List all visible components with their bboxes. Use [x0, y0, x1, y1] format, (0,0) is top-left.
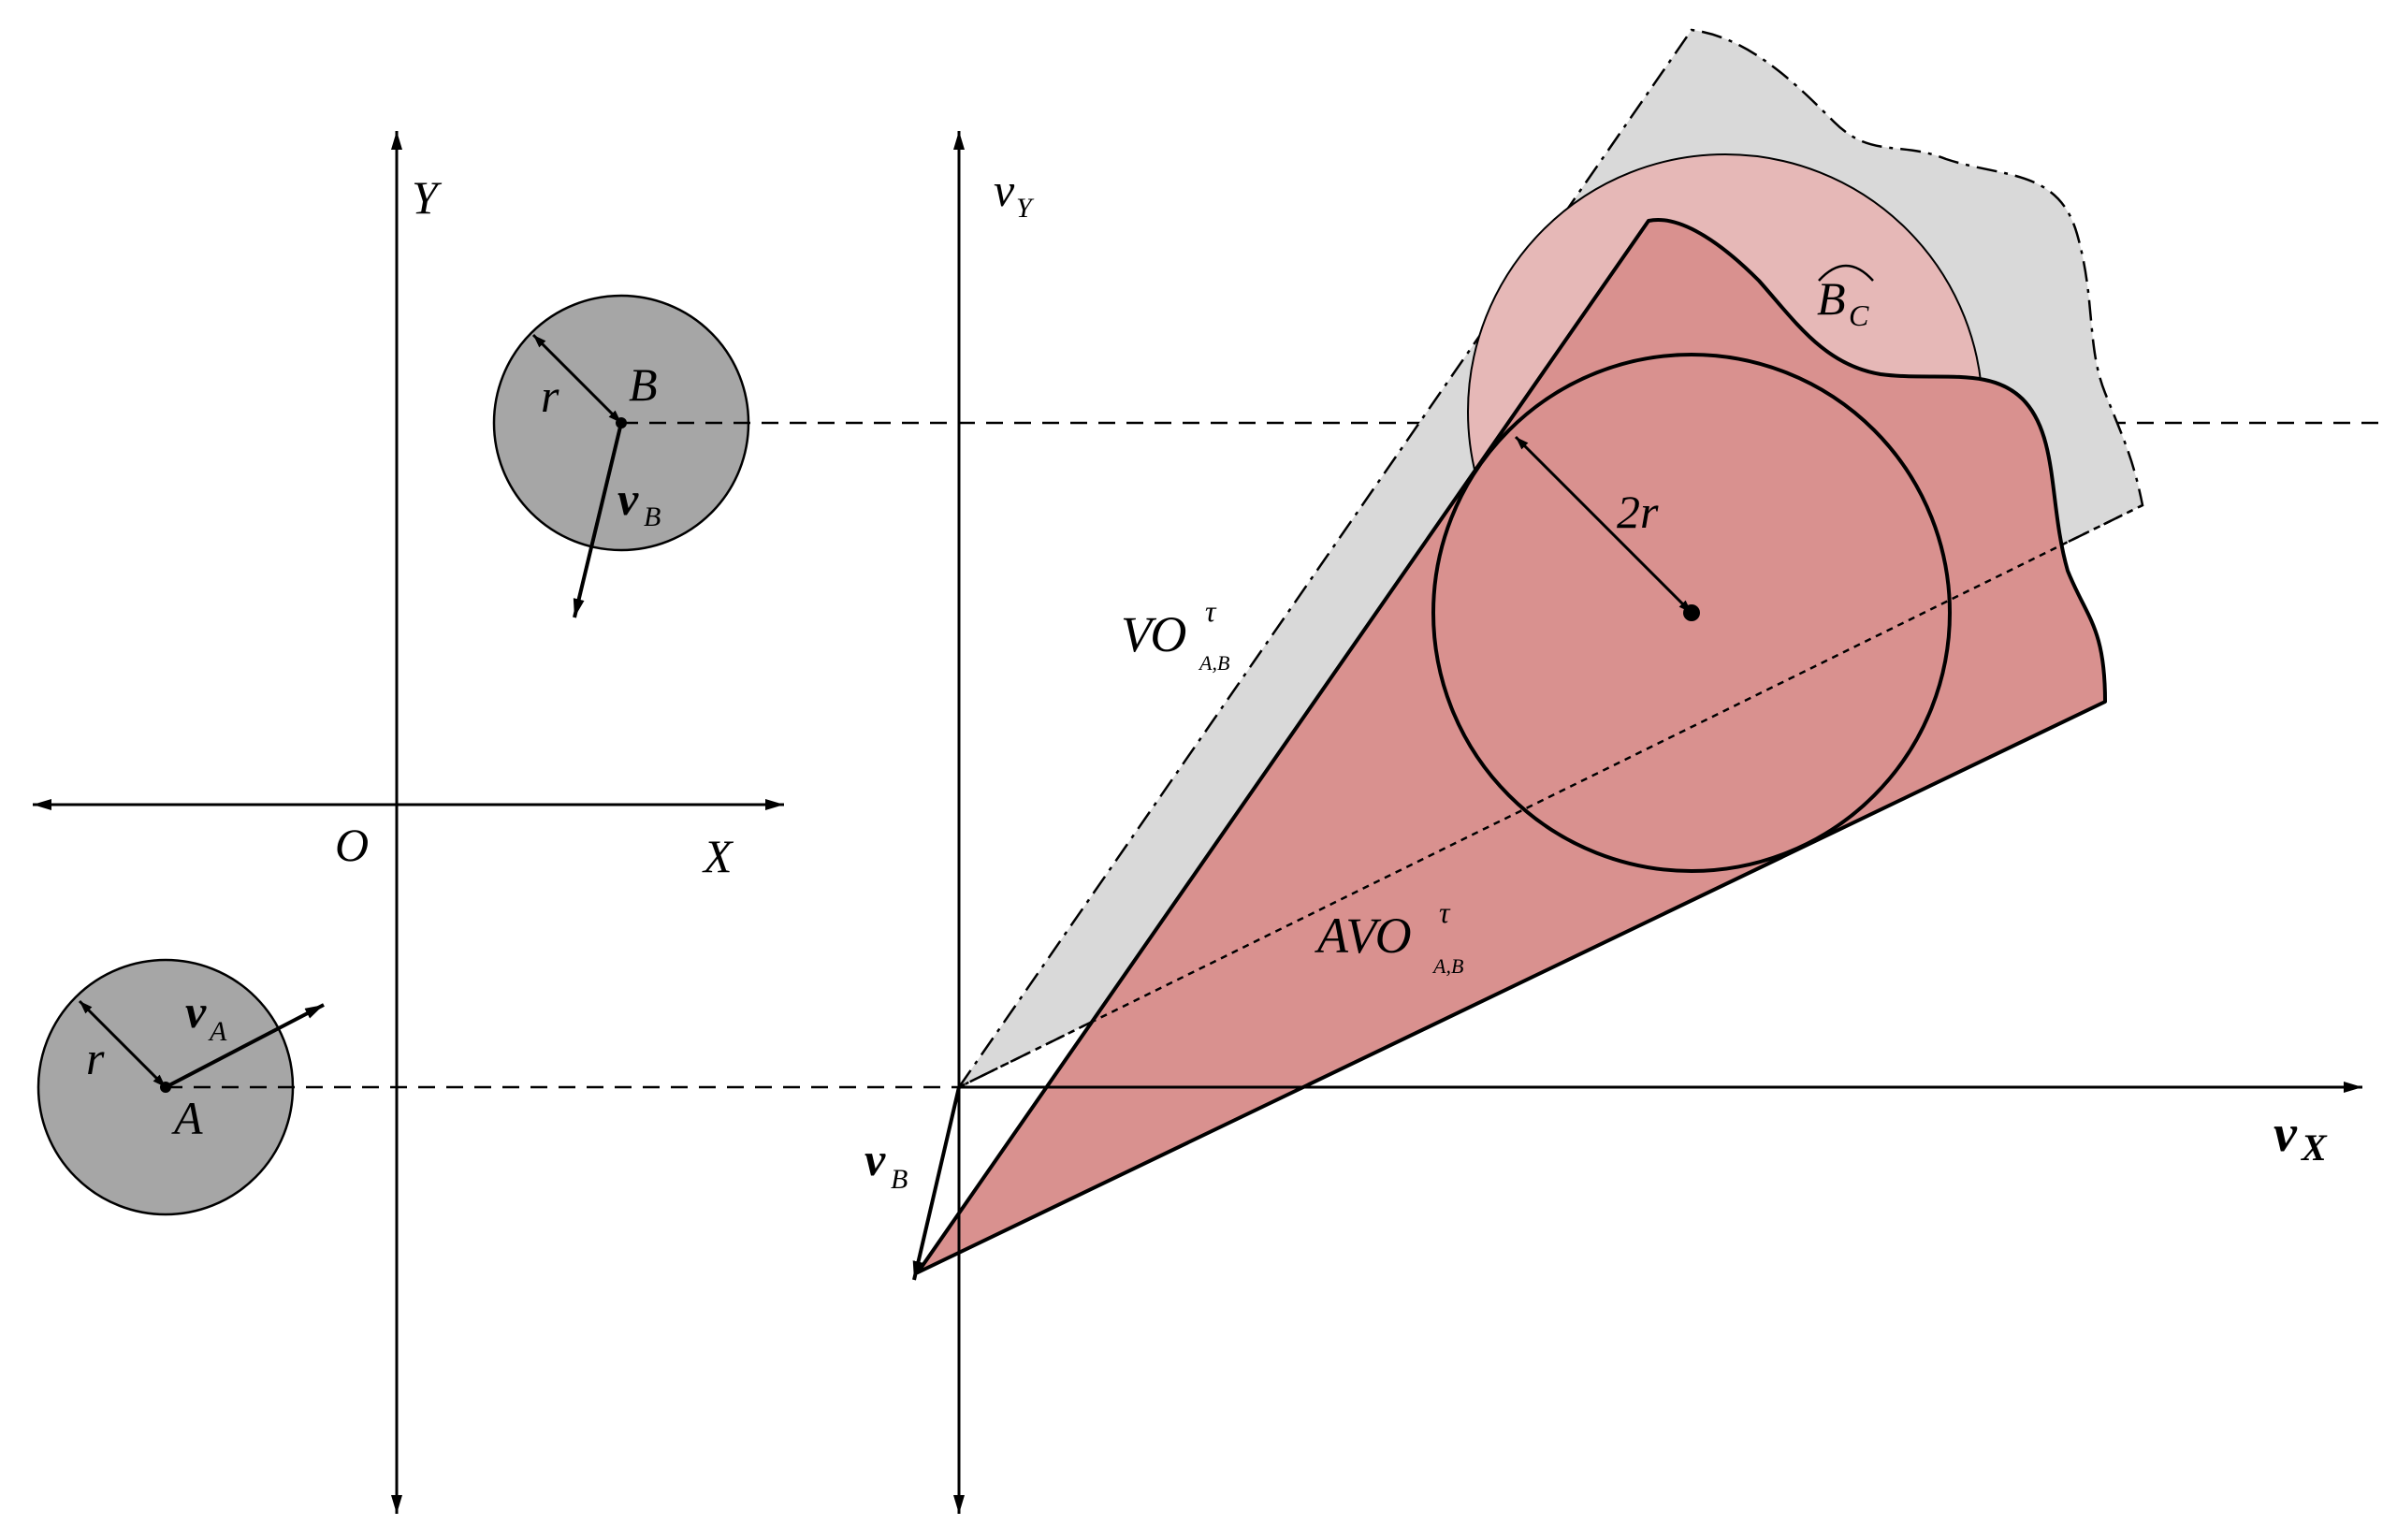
vb-velocity-vector [912, 1086, 961, 1281]
left-x-axis-label: X [702, 830, 734, 882]
avo-label-sub: A,B [1431, 954, 1463, 978]
agent-b-velocity-sub: B [644, 501, 661, 532]
agent-a-velocity-arrow [165, 1003, 325, 1089]
right-vy-axis-sub: Y [1016, 193, 1035, 224]
vo-label-sup: τ [1205, 594, 1217, 628]
vb-vector-sub: B [891, 1164, 908, 1195]
agent-a-label: A [171, 1092, 203, 1144]
right-vx-axis-sub: X [2300, 1126, 2328, 1169]
bc-hat-arc [1818, 264, 1874, 282]
bc-label-sub: C [1849, 298, 1869, 332]
origin-label: O [335, 819, 369, 871]
agent-a-radius-arrow [78, 999, 167, 1089]
agent-a-radius-label: r [86, 1032, 105, 1084]
avo-label: AVO [1315, 908, 1412, 964]
bc-label: B [1817, 272, 1846, 325]
right-vx-axis-label: v [2274, 1105, 2298, 1163]
left-panel: Y X O B r v B A r v A [33, 131, 784, 1514]
avo-label-sup: τ [1439, 895, 1451, 929]
vb-vector-label: v [864, 1133, 886, 1185]
agent-b-label: B [629, 358, 658, 411]
radius-2r-arrow [1514, 435, 1693, 615]
agent-b-velocity-arrow [573, 422, 623, 618]
right-vy-axis-label: v [994, 164, 1015, 216]
cone-centerline [958, 503, 2143, 1089]
avo-region [916, 218, 2107, 1274]
left-y-axis-label: Y [412, 171, 443, 224]
agent-b-radius-arrow [531, 333, 623, 425]
right-panel: 2r v Y v X v B VO τ A,B AVO τ A,B B C [864, 28, 2362, 1514]
agent-a-velocity-label: v [185, 985, 207, 1038]
expanded-circle [1431, 353, 1952, 873]
agent-b-radius-label: r [541, 370, 559, 422]
vo-label: VO [1121, 606, 1186, 662]
agent-a-velocity-sub: A [208, 1016, 227, 1047]
agent-b-velocity-label: v [617, 472, 639, 525]
radius-2r-label: 2r [1617, 486, 1659, 538]
vo-label-sub: A,B [1198, 651, 1229, 675]
